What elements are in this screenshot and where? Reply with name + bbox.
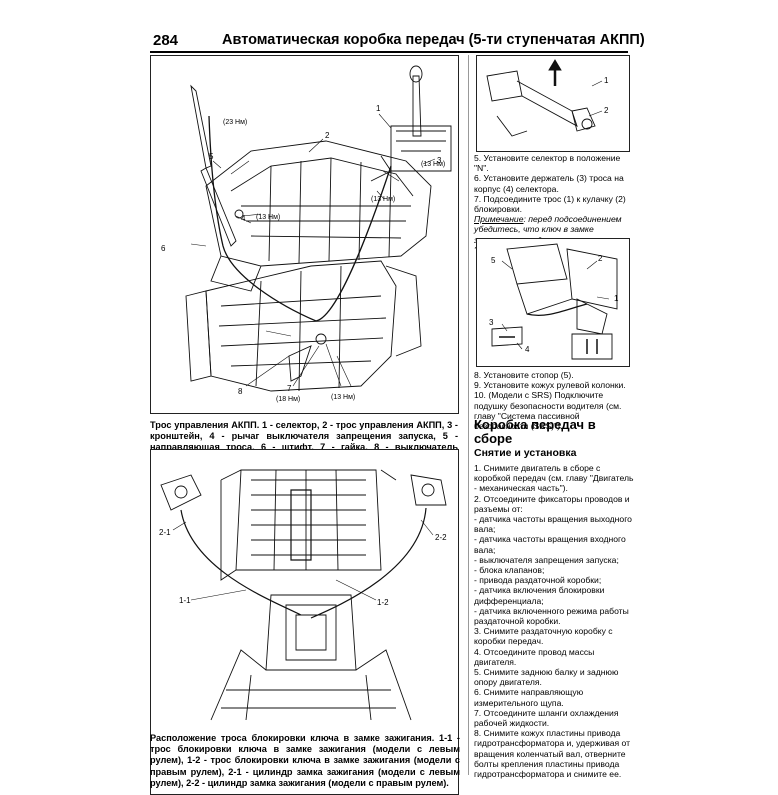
callout-8: 8 [238,387,243,396]
figure-shift-cable: 1 2 3 4 5 6 7 8 (23 Нм) (13 Нм) (13 Нм) … [150,55,459,414]
step-text: 5. Установите селектор в положение "N". [474,153,621,174]
torque-label: (13 Нм) [371,196,395,203]
torque-label: (13 Нм) [331,394,355,401]
step-text: 5. Снимите заднюю балку и заднюю опору д… [474,667,619,688]
cable-detail-drawing: 1 2 [486,59,609,137]
callout-4: 4 [241,214,246,223]
step-text: 1. Снимите двигатель в сборе с коробкой … [474,463,634,494]
steps-block-b: 8. Установите стопор (5). 9. Установите … [474,370,634,431]
callout-5: 5 [209,152,214,161]
steps-block-c: 1. Снимите двигатель в сборе с коробкой … [474,463,634,779]
torque-label: (23 Нм) [223,119,247,126]
step-text: 7. Подсоедините трос (1) к кулачку (2) б… [474,193,626,215]
callout-3: 3 [437,156,442,165]
list-item: - выключателя запрещения запуска; [474,554,619,565]
step-text: 2. Отсоедините фиксаторы проводов и разъ… [474,493,630,514]
step-text: 8. Снимите кожух пластины привода гидрот… [474,728,631,780]
step-text: 6. Снимите направляющую измерительного щ… [474,687,584,708]
note-label: Примечание [474,214,524,225]
subsection-title: Снятие и установка [474,447,577,459]
step-text: 8. Установите стопор (5). [474,370,574,380]
key-interlock-drawing: 2-1 1-1 1-2 2-2 [159,469,447,721]
callout-1: 1 [376,104,381,113]
step-text: 7. Отсоедините шланги охлаждения рабочей… [474,707,619,729]
step-text: 3. Снимите раздаточную коробку с коробки… [474,626,613,647]
callout-1: 1 [614,294,619,303]
section-title: Коробка передач в сборе [474,417,596,446]
step-text: 10. (Модели с SRS) Подключите подушку бе… [474,390,622,432]
torque-label: (18 Нм) [276,396,300,403]
step-text: 9. Установите кожух рулевой колонки. [474,380,626,391]
figure-lock-detail: 5 2 1 3 4 [476,238,630,367]
callout-1-2: 1-2 [377,598,389,607]
torque-label: (13 Нм) [421,161,445,168]
shift-cable-drawing: 1 2 3 4 5 6 7 8 (23 Нм) (13 Нм) (13 Нм) … [161,65,452,403]
list-item: - привода раздаточной коробки; [474,575,602,586]
callout-2: 2 [604,106,609,115]
callout-2: 2 [598,254,603,263]
page-number: 284 [153,32,179,49]
step-text: 6. Установите держатель (3) троса на кор… [474,173,624,194]
callout-1-1: 1-1 [179,596,191,605]
callout-4: 4 [525,345,530,354]
callout-6: 6 [161,244,166,253]
figure2-caption: Расположение троса блокировки ключа в за… [150,733,460,788]
callout-2-2: 2-2 [435,533,447,542]
list-item: - блока клапанов; [474,565,545,576]
list-item: - датчика частоты вращения выходного вал… [474,514,632,535]
torque-label: (13 Нм) [256,214,280,221]
header-rule [150,51,628,53]
figure-cable-detail: 1 2 [476,55,630,152]
callout-1: 1 [604,76,609,85]
list-item: - датчика частоты вращения входного вала… [474,534,626,555]
callout-3: 3 [489,318,494,327]
callout-5: 5 [491,256,496,265]
callout-7: 7 [287,384,292,393]
callout-2-1: 2-1 [159,528,171,537]
list-item: - датчика включения блокировки дифференц… [474,585,605,606]
step-text: 4. Отсоедините провод массы двигателя. [474,646,595,667]
callout-2: 2 [325,131,330,140]
list-item: - датчика включенного режима работы разд… [474,605,629,627]
figure-key-interlock: 2-1 1-1 1-2 2-2 [150,449,459,795]
lock-detail-drawing: 5 2 1 3 4 [489,243,619,360]
column-divider [468,55,469,775]
page-title: Автоматическая коробка передач (5-ти сту… [222,32,645,48]
